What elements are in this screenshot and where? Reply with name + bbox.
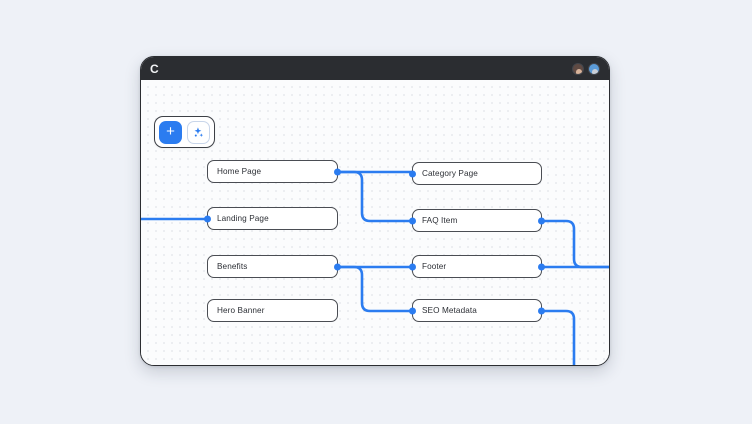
- app-window: C: [140, 56, 610, 366]
- node-label: Benefits: [217, 262, 248, 271]
- edge-home-to-faq: [336, 170, 414, 223]
- port-input[interactable]: [409, 217, 416, 224]
- app-logo: C: [150, 61, 159, 76]
- node-label: FAQ Item: [422, 216, 458, 225]
- edge-faq-out-right: [540, 219, 609, 269]
- port-output[interactable]: [538, 217, 545, 224]
- node-footer[interactable]: Footer: [409, 255, 545, 278]
- node-benefits[interactable]: Benefits: [207, 255, 341, 278]
- avatar-user-2[interactable]: [588, 62, 600, 75]
- flow-canvas[interactable]: + Home Page Category Page: [141, 80, 609, 365]
- port-output[interactable]: [538, 307, 545, 314]
- canvas-toolbar: +: [154, 116, 215, 148]
- edge-seo-out-bottom: [540, 309, 576, 365]
- avatar-user-1[interactable]: [572, 62, 584, 75]
- port-output[interactable]: [538, 263, 545, 270]
- window-titlebar: C: [141, 57, 609, 80]
- port-input[interactable]: [409, 170, 416, 177]
- port-output[interactable]: [334, 263, 341, 270]
- node-category-page[interactable]: Category Page: [409, 162, 542, 185]
- node-seo-metadata[interactable]: SEO Metadata: [409, 299, 545, 322]
- edge-benefits-to-seo: [336, 265, 414, 313]
- node-hero-banner[interactable]: Hero Banner: [207, 299, 338, 322]
- node-label: Landing Page: [217, 214, 269, 223]
- port-input[interactable]: [409, 263, 416, 270]
- node-label: Home Page: [217, 167, 262, 176]
- port-input[interactable]: [204, 215, 211, 222]
- plus-icon: +: [166, 123, 175, 140]
- ai-generate-button[interactable]: [187, 120, 210, 144]
- node-landing-page[interactable]: Landing Page: [204, 207, 338, 230]
- avatar-group: [572, 62, 600, 75]
- node-label: Footer: [422, 262, 447, 271]
- sparkle-icon: [194, 126, 204, 137]
- node-label: SEO Metadata: [422, 306, 477, 315]
- node-faq-item[interactable]: FAQ Item: [409, 209, 545, 232]
- node-label: Hero Banner: [217, 306, 265, 315]
- node-home-page[interactable]: Home Page: [207, 160, 341, 183]
- node-label: Category Page: [422, 169, 478, 178]
- port-output[interactable]: [334, 168, 341, 175]
- port-input[interactable]: [409, 307, 416, 314]
- add-node-button[interactable]: +: [159, 120, 182, 144]
